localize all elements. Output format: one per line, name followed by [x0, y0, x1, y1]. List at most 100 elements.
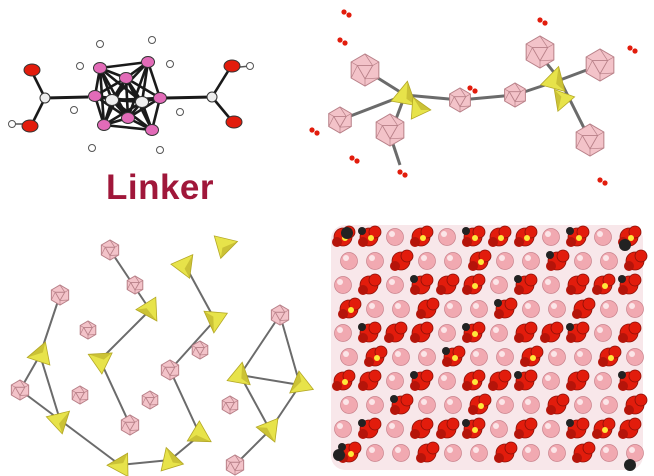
cage-sphere	[340, 396, 358, 414]
boron-atom	[153, 92, 167, 104]
cage-sphere	[496, 396, 514, 414]
cage-sphere	[418, 348, 436, 366]
metal-polyhedron	[226, 361, 251, 386]
cage-sphere	[600, 252, 618, 270]
hydrogen-atom	[8, 120, 16, 128]
cage-sphere	[340, 252, 358, 270]
packing-atoms	[331, 225, 648, 471]
oxygen-cluster-sphere	[384, 321, 408, 343]
oxygen-cluster-sphere	[566, 273, 590, 295]
oxygen-cluster-sphere	[572, 441, 596, 463]
hydrogen-atom	[246, 62, 254, 70]
oxygen-cluster-sphere	[364, 345, 388, 367]
oxygen-cluster-sphere	[468, 393, 492, 415]
boron-atom	[141, 56, 155, 68]
oxygen-cluster-sphere	[546, 249, 570, 271]
oxygen-cluster-sphere	[566, 417, 590, 439]
cage-sphere	[438, 372, 456, 390]
boron-atom	[121, 112, 135, 124]
linker-molecule-panel	[0, 0, 310, 175]
oxygen-cluster-sphere	[488, 369, 512, 391]
carbon-atom	[39, 92, 51, 104]
c-c-bond-right	[164, 95, 213, 100]
hydrogen-atom	[156, 146, 164, 154]
metal-polyhedron	[135, 296, 158, 322]
cage-sphere	[574, 252, 592, 270]
cluster-panel	[300, 0, 654, 200]
cage-sphere	[392, 348, 410, 366]
oxygen-atom	[223, 59, 241, 73]
cage-sphere	[600, 444, 618, 462]
cage-sphere	[470, 444, 488, 462]
cage-sphere	[386, 420, 404, 438]
cluster-structure-icon	[309, 9, 638, 186]
carborane-cage	[525, 35, 555, 69]
oxygen-cluster-sphere	[332, 369, 356, 391]
carboxyl-end	[627, 45, 638, 54]
cage-sphere	[334, 420, 352, 438]
carborane-cage	[225, 454, 245, 476]
cage-sphere	[542, 276, 560, 294]
cage-sphere	[444, 252, 462, 270]
cage-sphere	[600, 396, 618, 414]
cage-sphere	[626, 444, 644, 462]
cage-sphere	[334, 324, 352, 342]
carbon-sphere	[619, 239, 631, 251]
oxygen-cluster-sphere	[488, 225, 512, 247]
cage-sphere	[444, 396, 462, 414]
metal-polyhedron	[410, 96, 432, 120]
cage-sphere	[542, 228, 560, 246]
carboxyl-end	[597, 177, 608, 186]
metal-polyhedron	[255, 417, 279, 443]
hydrogen-atom	[176, 108, 184, 116]
oxygen-cluster-sphere	[598, 345, 622, 367]
carbon-atom	[206, 91, 218, 103]
carboxyl-end	[537, 17, 548, 26]
cage-sphere	[386, 276, 404, 294]
cage-sphere	[470, 348, 488, 366]
oxygen-cluster-sphere	[410, 417, 434, 439]
cage-sphere	[334, 276, 352, 294]
oxygen-cluster-sphere	[416, 441, 440, 463]
oxygen-cluster-sphere	[358, 369, 382, 391]
oxygen-cluster-sphere	[514, 417, 538, 439]
network-panel	[0, 225, 325, 476]
oxygen-atom	[21, 119, 39, 133]
carborane-cage	[328, 106, 352, 134]
cage-sphere	[366, 444, 384, 462]
cage-sphere	[444, 444, 462, 462]
carborane-cage	[585, 48, 615, 82]
oxygen-cluster-sphere	[442, 345, 466, 367]
cage-sphere	[522, 396, 540, 414]
cage-sphere	[490, 420, 508, 438]
cage-sphere	[340, 348, 358, 366]
oxygen-cluster-sphere	[462, 225, 486, 247]
carboxyl-end	[467, 85, 478, 94]
cage-sphere	[522, 252, 540, 270]
carborane-cage	[191, 340, 209, 360]
cage-sphere	[418, 252, 436, 270]
oxygen-cluster-sphere	[514, 369, 538, 391]
oxygen-cluster-sphere	[468, 249, 492, 271]
cage-sphere	[542, 420, 560, 438]
boron-atom	[105, 94, 119, 106]
cage-sphere	[594, 228, 612, 246]
oxygen-cluster-sphere	[390, 249, 414, 271]
carborane-cage	[126, 275, 144, 295]
oxygen-cluster-sphere	[520, 345, 544, 367]
carboxyl-end	[349, 155, 360, 164]
oxygen-cluster-sphere	[410, 369, 434, 391]
c-c-bond-left	[44, 95, 89, 100]
carbon-sphere	[333, 449, 345, 461]
packing-panel	[325, 215, 654, 476]
oxygen-cluster-sphere	[624, 393, 648, 415]
cage-sphere	[418, 396, 436, 414]
cage-sphere	[574, 396, 592, 414]
cage-sphere	[392, 444, 410, 462]
carboxyl-end	[341, 9, 352, 18]
cage-sphere	[438, 324, 456, 342]
oxygen-cluster-sphere	[410, 273, 434, 295]
metal-polyhedron	[289, 370, 315, 394]
cage-sphere	[542, 372, 560, 390]
hydrogen-atom	[148, 36, 156, 44]
